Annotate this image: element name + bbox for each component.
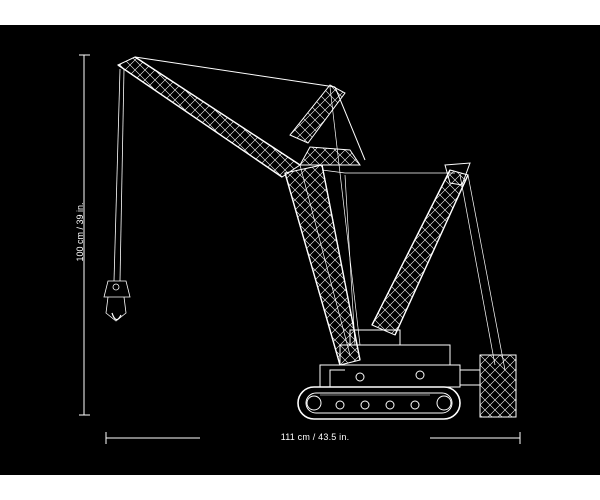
width-dimension-label: 111 cm / 43.5 in. (280, 432, 350, 442)
width-dimension-line (105, 432, 521, 444)
height-dimension-label: 100 cm / 39 in. (75, 202, 85, 262)
crane-line-drawing (79, 54, 521, 444)
hoist-cable-and-hook (103, 68, 131, 322)
height-dimension-line (79, 54, 90, 416)
crane-body (319, 329, 517, 418)
rear-mast (371, 162, 471, 336)
luffing-jib (116, 56, 301, 178)
guy-cables (299, 86, 506, 371)
product-diagram-frame: 100 cm / 39 in. 111 cm / 43.5 in. (0, 25, 600, 475)
crawler-track (297, 386, 461, 420)
main-boom (284, 164, 361, 366)
